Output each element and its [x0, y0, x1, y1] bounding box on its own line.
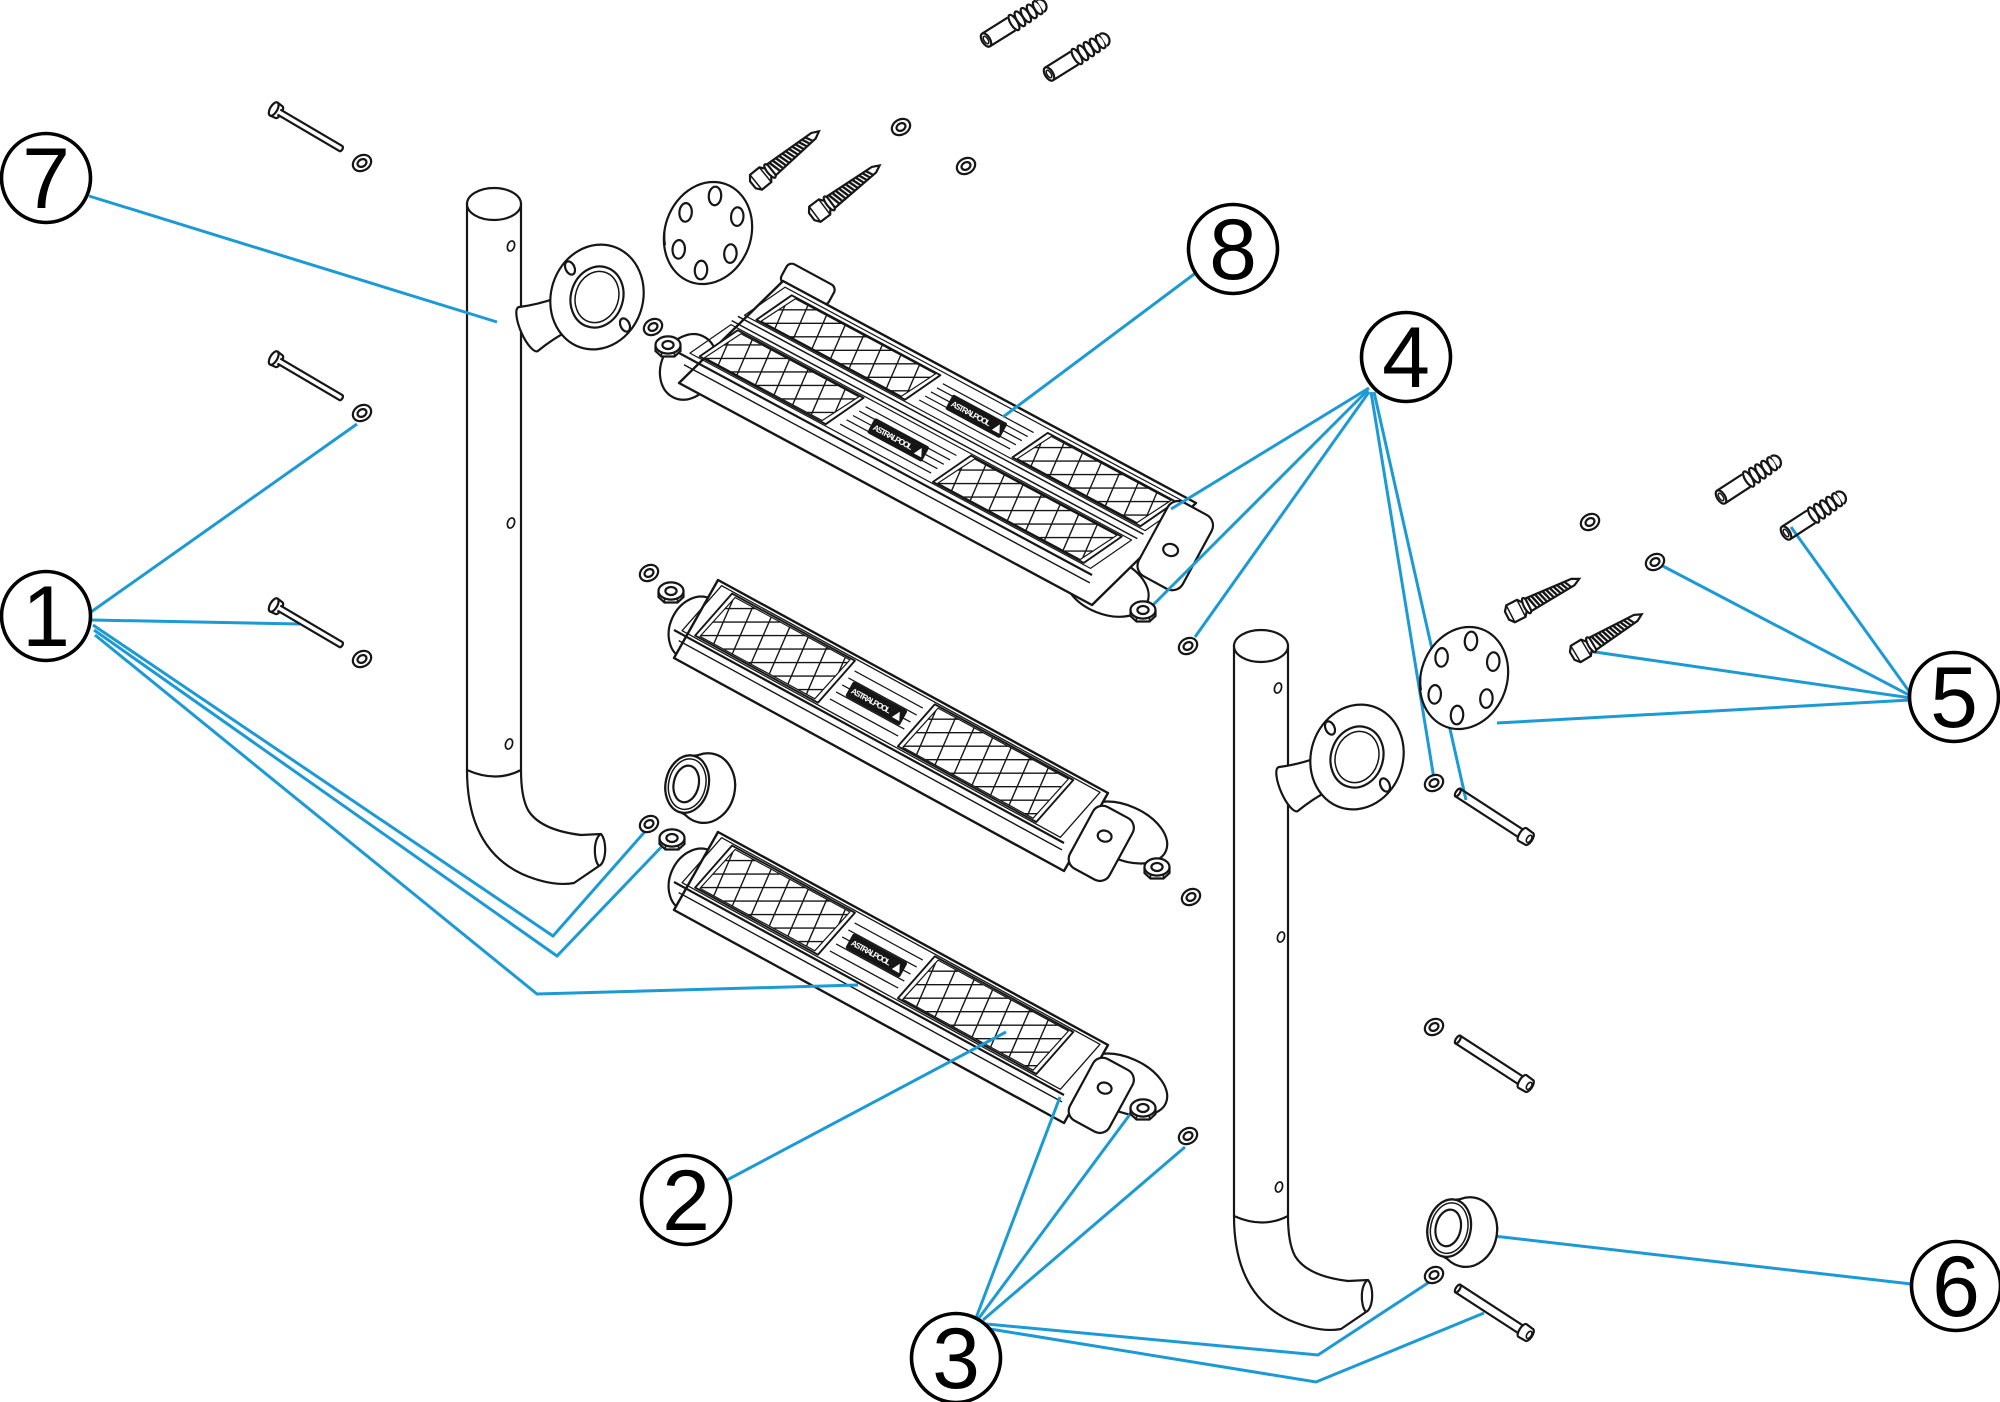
svg-text:2: 2: [662, 1153, 710, 1249]
svg-text:6: 6: [1932, 1239, 1980, 1335]
svg-text:5: 5: [1930, 650, 1978, 746]
svg-text:7: 7: [22, 131, 70, 227]
svg-text:4: 4: [1382, 310, 1430, 406]
svg-text:1: 1: [22, 569, 70, 665]
svg-text:8: 8: [1209, 202, 1257, 298]
svg-text:3: 3: [932, 1311, 980, 1402]
